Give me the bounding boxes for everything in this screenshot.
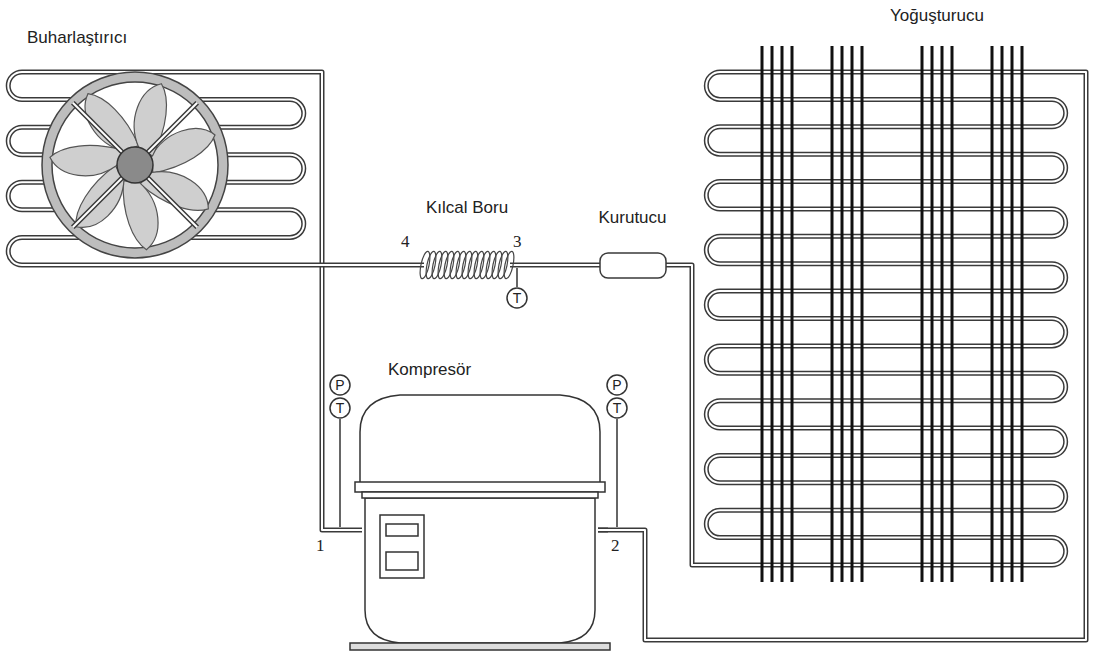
point-number: 1	[316, 537, 325, 555]
sensor-stem	[339, 419, 341, 527]
condenser-fin	[831, 46, 834, 582]
sensor-outline	[330, 398, 350, 418]
condenser-fin	[931, 46, 934, 582]
sensor-letter: P	[329, 374, 351, 396]
compressor-base	[350, 643, 610, 650]
pipe-bore	[675, 265, 700, 565]
part-name: Kurutucu	[598, 208, 666, 228]
pipe-wall	[675, 265, 700, 565]
part-name: Kılcal Boru	[426, 198, 508, 218]
sensor-stem	[516, 268, 518, 287]
pipe-bore	[310, 264, 412, 266]
capillary-tube: Kılcal Boru	[412, 198, 522, 285]
compressor: Kompresör	[352, 358, 598, 655]
condenser-fin	[781, 46, 784, 582]
pressure-sensor: P	[329, 374, 351, 396]
condenser-fin	[851, 46, 854, 582]
compressor-lower-shell	[365, 498, 595, 643]
condenser-fin	[1021, 46, 1024, 582]
pipe-wall	[310, 263, 412, 268]
condenser-fin	[921, 46, 924, 582]
suction-stub	[352, 528, 362, 533]
pipe-wall	[598, 72, 1086, 640]
pipe-bore	[598, 72, 1086, 640]
evaporator-coil	[8, 72, 310, 265]
condenser-fin	[841, 46, 844, 582]
sensor-outline	[607, 398, 627, 418]
pipe-wall	[522, 263, 590, 268]
dryer-body	[600, 253, 666, 278]
compressor-flange	[355, 482, 605, 492]
evaporator: Buharlaştırıcı	[5, 28, 310, 273]
fan-ring	[42, 72, 228, 258]
sensor-letter: T	[506, 287, 528, 309]
capillary-tube	[510, 263, 522, 268]
pipe-wall	[310, 72, 352, 530]
point-number: 4	[401, 233, 410, 251]
sensor-outline	[607, 375, 627, 395]
condenser-fin	[951, 46, 954, 582]
part-name: Yoğuşturucu	[890, 6, 984, 26]
capillary-drawing	[412, 250, 522, 279]
capillary-tube-bore	[412, 264, 424, 266]
temperature-sensor: T	[606, 397, 628, 419]
temperature-sensor: T	[329, 397, 351, 419]
suction-stub-bore	[352, 529, 362, 531]
condenser-fin	[861, 46, 864, 582]
sensor-letter: T	[606, 397, 628, 419]
compressor-dome	[360, 395, 600, 485]
refrigerant-pipe	[598, 72, 1086, 640]
pressure-sensor: P	[606, 374, 628, 396]
compressor-drawing	[350, 395, 610, 650]
dryer-drawing	[590, 253, 675, 278]
fan-hub	[117, 147, 153, 183]
pipe-bore	[522, 264, 590, 266]
temperature-sensor: T	[506, 287, 528, 309]
point-number: 3	[513, 233, 522, 251]
sensor-outline	[507, 288, 527, 308]
compressor-flange	[362, 492, 598, 498]
refrigerant-pipe	[310, 265, 412, 266]
condenser-fin	[991, 46, 994, 582]
condenser-fin	[1001, 46, 1004, 582]
terminal-box	[380, 515, 424, 578]
condenser-coil-bore	[700, 72, 1072, 565]
part-name: Buharlaştırıcı	[27, 28, 127, 48]
refrigerant-pipe	[310, 72, 352, 530]
terminal-box-detail	[386, 524, 418, 536]
condenser-fin	[941, 46, 944, 582]
condenser-drawing	[700, 46, 1072, 582]
fan-strut	[73, 103, 197, 227]
fan-strut	[73, 103, 197, 227]
condenser-fin	[791, 46, 794, 582]
terminal-box-detail	[386, 552, 418, 570]
sensor-stem	[616, 419, 618, 527]
evaporator-drawing	[8, 72, 310, 265]
condenser-fin	[761, 46, 764, 582]
dryer: Kurutucu	[590, 208, 675, 285]
evaporator-coil-bore	[8, 72, 310, 265]
sensor-outline	[330, 375, 350, 395]
refrigerant-pipe	[522, 265, 590, 266]
fan-strut-bore	[73, 103, 197, 227]
capillary-winding	[502, 250, 516, 279]
fan-strut-bore	[73, 103, 197, 227]
refrigerant-pipe	[675, 265, 700, 565]
condenser-fin	[1011, 46, 1014, 582]
sensor-letter: P	[606, 374, 628, 396]
pipe-bore	[310, 72, 352, 530]
capillary-tube	[412, 263, 424, 268]
condenser-coil	[700, 72, 1072, 565]
sensor-letter: T	[329, 397, 351, 419]
point-number: 2	[611, 537, 620, 555]
part-name: Kompresör	[388, 360, 471, 380]
capillary-tube-bore	[510, 264, 522, 266]
condenser: Yoğuşturucu	[700, 0, 1072, 585]
condenser-fin	[771, 46, 774, 582]
